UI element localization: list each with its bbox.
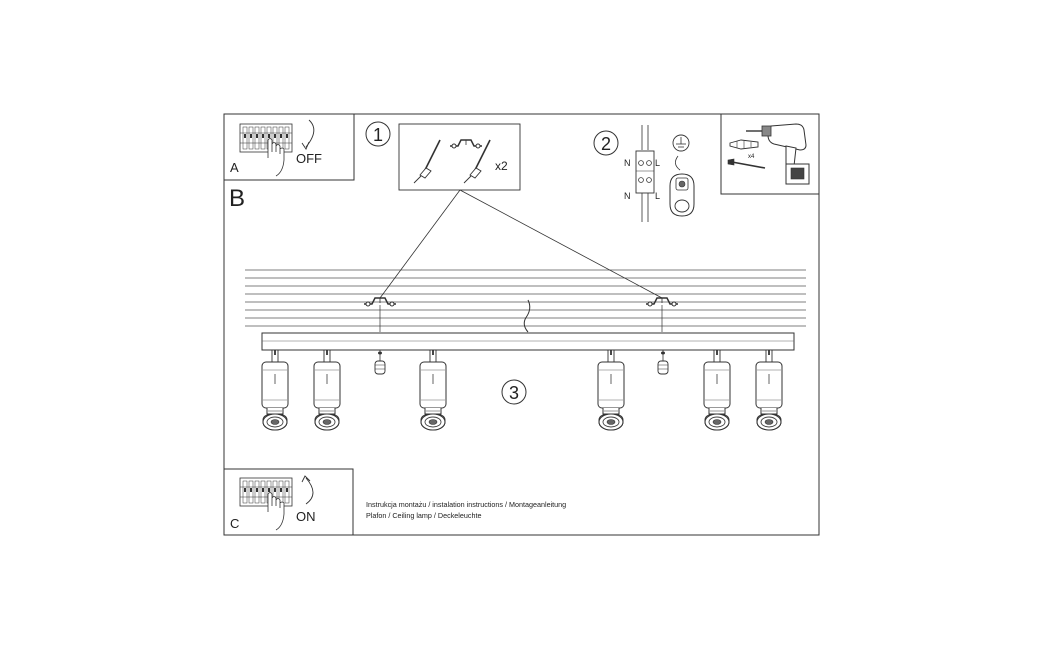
panel-c-action: ON <box>296 509 316 524</box>
spotlight-icon <box>313 349 341 431</box>
terminal-block-icon <box>635 125 655 222</box>
arrow-up-icon <box>305 477 314 505</box>
panel-a: A OFF <box>223 113 355 181</box>
ceiling-bracket-icon <box>645 297 679 307</box>
ceiling-bracket-icon <box>363 297 397 307</box>
screw-count: x4 <box>748 154 755 160</box>
panel-a-letter: A <box>230 160 239 175</box>
spotlight-icon <box>703 349 731 431</box>
ground-icon <box>669 134 695 217</box>
drill-panel: x4 <box>720 113 820 195</box>
step-3: 3 <box>501 379 527 405</box>
screw-icon <box>413 139 491 184</box>
wire-neutral-top: N <box>624 158 631 168</box>
supply-cable <box>523 299 531 333</box>
lamp-bar <box>261 332 795 351</box>
panel-c-letter: C <box>230 516 239 531</box>
caption-line-2: Plafon / Ceiling lamp / Deckeleuchte <box>366 511 482 520</box>
callout-lines <box>379 189 663 299</box>
connector-icon <box>374 349 386 375</box>
drill-icon <box>746 123 810 185</box>
wire-neutral-bottom: N <box>624 191 631 201</box>
outer-frame <box>223 113 820 536</box>
wire-live-top: L <box>655 158 660 168</box>
step-2-number: 2 <box>601 134 611 154</box>
caption-line-1: Instrukcja montażu / instalation instruc… <box>366 500 567 509</box>
wire-live-bottom: L <box>655 191 660 201</box>
panel-b-letter: B <box>229 185 245 212</box>
step-3-number: 3 <box>509 383 519 403</box>
step-2: 2 N L N L <box>593 125 695 222</box>
spotlight-icon <box>597 349 625 431</box>
bracket-count: x2 <box>495 159 508 173</box>
spotlight-icon <box>261 349 289 431</box>
step-1: 1 x2 <box>365 121 521 191</box>
step-1-number: 1 <box>373 125 383 145</box>
spotlight-icon <box>419 349 447 431</box>
connector-icon <box>657 349 669 375</box>
panel-c: C ON <box>223 468 354 536</box>
panel-a-action: OFF <box>296 151 322 166</box>
spotlight-icon <box>755 349 783 431</box>
wall-plug-icon <box>727 139 766 169</box>
